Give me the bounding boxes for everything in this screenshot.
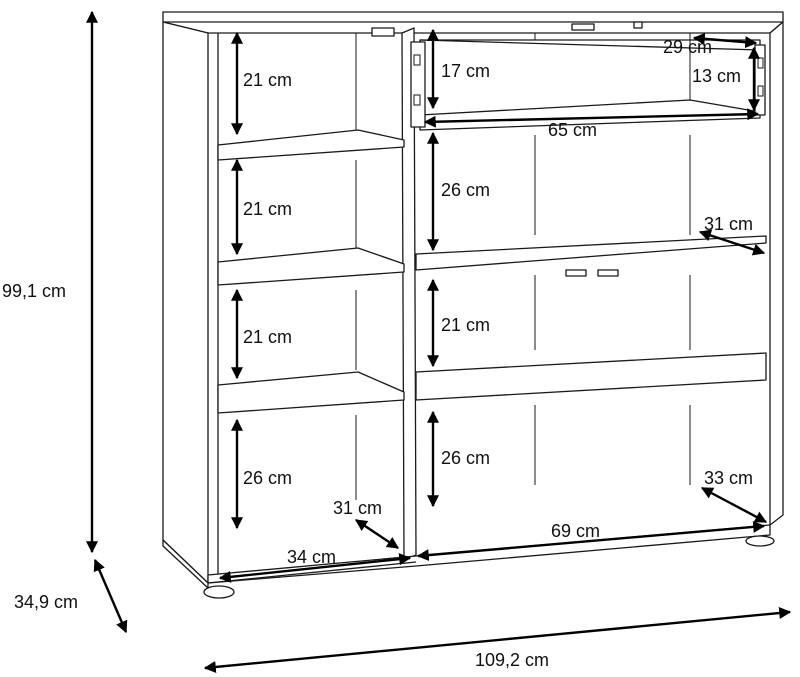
shelf-depth-label: 31 cm: [704, 214, 753, 234]
right-width-arrow: [416, 520, 766, 562]
right-compartment-2-label: 21 cm: [441, 315, 490, 335]
left-compartment-1-label: 21 cm: [243, 70, 292, 90]
drawer-width-arrow: [423, 108, 760, 128]
bottom-depth-label: 33 cm: [704, 468, 753, 488]
overall-width-arrow: [203, 607, 792, 673]
left-compartment-4-label: 26 cm: [243, 468, 292, 488]
left-compartment-2-label: 21 cm: [243, 199, 292, 219]
drawer-depth-arrow: [692, 32, 758, 49]
right-compartment-1-label: 26 cm: [441, 180, 490, 200]
drawer-height-label: 17 cm: [441, 61, 490, 81]
overall-width-label: 109,2 cm: [475, 650, 549, 670]
shelf-depth-arrow: [698, 229, 766, 256]
drawer-width-label: 65 cm: [548, 120, 597, 140]
dimension-arrows: [86, 10, 792, 673]
right-width-label: 69 cm: [551, 521, 600, 541]
right-compartment-3-label: 26 cm: [441, 448, 490, 468]
left-width-arrow: [218, 553, 412, 583]
left-compartment-3-label: 21 cm: [243, 327, 292, 347]
cabinet-drawing: [162, 11, 784, 599]
overall-depth-arrow: [93, 558, 128, 634]
drawer-depth-label: 29 cm: [663, 37, 712, 57]
overall-depth-label: 34,9 cm: [14, 592, 78, 612]
left-depth-label: 31 cm: [333, 498, 382, 518]
overall-height-label: 99,1 cm: [2, 281, 66, 301]
left-width-label: 34 cm: [287, 547, 336, 567]
left-depth-arrow: [355, 519, 399, 549]
bottom-depth-arrow: [700, 486, 768, 524]
drawer-inner-height-label: 13 cm: [692, 66, 741, 86]
dimension-labels: 99,1 cm 34,9 cm 109,2 cm 21 cm 21 cm 21 …: [2, 37, 753, 670]
